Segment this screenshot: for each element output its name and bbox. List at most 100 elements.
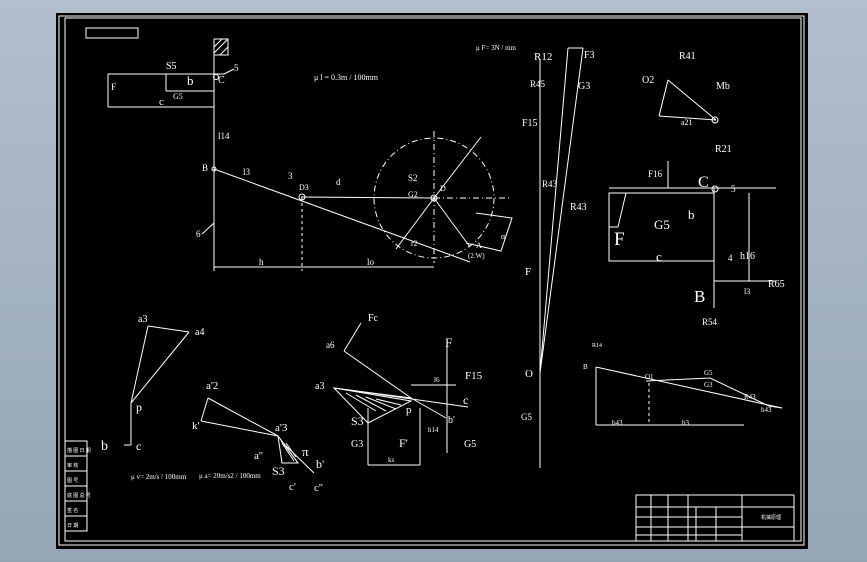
label-l3: l3 xyxy=(243,167,251,177)
label-c-force: c xyxy=(463,393,468,407)
label-a3-vel: a3 xyxy=(138,314,147,325)
label-s5: S5 xyxy=(166,61,177,72)
label-r21: R21 xyxy=(715,144,732,155)
link3-freebody: R14 B O1 G5 G3 R43 b43 b3 h43 xyxy=(583,343,783,427)
force-sketch: Fc a6 a3 S3 G3 F' p b' F F15 c G5 l6 h14… xyxy=(315,313,483,466)
label-fc: Fc xyxy=(368,313,379,324)
label-s2: S2 xyxy=(408,173,418,183)
label-c-prime: c' xyxy=(289,481,296,493)
label-r45: R45 xyxy=(530,79,546,89)
inner-border xyxy=(64,17,802,542)
label-k-prime: k' xyxy=(192,420,200,432)
label-a-point: A xyxy=(476,241,482,250)
label-mb: Mb xyxy=(716,81,730,92)
label-s3-force: S3 xyxy=(351,414,364,428)
mechanism-sketch: S5 b C 5 F G5 c μ l = 0.3m / 100mm μ F= … xyxy=(107,38,517,271)
label-f16: F16 xyxy=(648,169,663,179)
label-g3-poly: G3 xyxy=(578,81,590,92)
label-b-big: b xyxy=(688,207,695,222)
label-g5-force: G5 xyxy=(464,439,476,450)
label-r14: R14 xyxy=(592,343,602,349)
label-g3-link3: G3 xyxy=(704,381,713,389)
velocity-polygon: a3 a4 p b c μ v= 2m/s / 100mm xyxy=(101,314,204,481)
scale-velocity: μ v= 2m/s / 100mm xyxy=(131,473,187,481)
label-g5: G5 xyxy=(173,92,183,101)
label-f-force: F xyxy=(445,335,452,350)
label-s3-accel: S3 xyxy=(272,464,285,478)
label-g3-force: G3 xyxy=(351,439,363,450)
label-5-right: 5 xyxy=(731,184,736,194)
label-h14: h14 xyxy=(428,426,439,434)
label-a4-vel: a4 xyxy=(195,327,204,338)
label-r43-lower: R43 xyxy=(570,202,587,213)
label-a3-force: a3 xyxy=(315,381,324,392)
label-r65: R65 xyxy=(768,279,785,290)
label-o1-link3: O1 xyxy=(645,373,654,381)
label-3: 3 xyxy=(288,171,293,181)
label-f15-force: F15 xyxy=(465,370,483,382)
title-block: 机械原理 xyxy=(635,494,795,542)
outer-border xyxy=(58,15,805,546)
label-a6: a6 xyxy=(326,340,335,350)
label-r43-link3: R43 xyxy=(744,393,756,401)
label-o2: O2 xyxy=(642,75,654,86)
label-p-force: p xyxy=(406,404,412,416)
joint-c xyxy=(213,74,219,80)
label-lo: lo xyxy=(367,257,375,267)
label-r41: R41 xyxy=(679,51,696,62)
label-b: b xyxy=(187,73,194,88)
scale-force: μ F= 3N / mm xyxy=(476,44,517,52)
stamp-row-0: 描 图 日 期 xyxy=(67,447,91,454)
label-b-prime-force: b' xyxy=(448,415,455,426)
label-6: 6 xyxy=(196,229,201,239)
label-c: c xyxy=(159,96,164,108)
link-bd xyxy=(213,168,471,263)
label-b-prime: b' xyxy=(316,457,324,471)
label-ks: ks xyxy=(388,456,395,464)
label-f15-poly: F15 xyxy=(522,118,538,129)
label-h: h xyxy=(259,257,264,267)
label-pi: π xyxy=(302,444,309,459)
label-b-vel: b xyxy=(101,439,108,454)
label-h16: h16 xyxy=(740,251,755,262)
label-angle: α xyxy=(501,232,506,241)
label-o-poly: O xyxy=(525,368,533,380)
label-r2: r2 xyxy=(411,239,418,248)
force-polygon: R12 F3 R45 G3 F15 R43 R43 F O G5 xyxy=(521,47,595,468)
scale-acceleration: μ a= 20m/s2 / 100mm xyxy=(199,472,261,480)
label-l3-right: l3 xyxy=(744,287,750,296)
label-b-joint: B xyxy=(202,163,208,173)
label-d: d xyxy=(336,177,341,187)
stamp-row-2: 图 号 xyxy=(67,478,78,484)
title-cell: 机械原理 xyxy=(761,514,781,521)
label-b43: b43 xyxy=(612,419,623,427)
label-c-double-prime: c'' xyxy=(314,482,323,494)
label-r12: R12 xyxy=(534,51,552,63)
label-f3: F3 xyxy=(584,50,595,61)
label-b-big-joint: B xyxy=(694,287,705,306)
label-p-vel: p xyxy=(136,400,142,414)
stamp-row-3: 底 图 总 号 xyxy=(67,492,91,499)
label-f-big: F xyxy=(614,229,625,250)
label-g2: G2 xyxy=(408,190,418,199)
label-a3-prime: a'3 xyxy=(275,422,288,434)
stamp-column: 描 图 日 期 审 核 图 号 底 图 总 号 签 名 日 期 xyxy=(64,440,91,532)
label-5: 5 xyxy=(234,63,239,73)
stamp-row-1: 审 核 xyxy=(67,462,78,469)
label-a21: a21 xyxy=(681,118,693,127)
label-D: D xyxy=(440,184,446,193)
label-c-vel: c xyxy=(136,439,141,453)
label-g5-link3: G5 xyxy=(704,369,713,377)
acceleration-polygon: a'2 k' a'3 a'' S3 π b' c' c'' μ a= 20m/s… xyxy=(192,380,324,494)
slider-freebody: F16 C 5 F G5 b h16 c 4 B l3 R65 R54 xyxy=(608,161,785,327)
label-l6-force: l6 xyxy=(434,376,440,384)
label-b3: b3 xyxy=(682,419,690,427)
cad-drawing: S5 b C 5 F G5 c μ l = 0.3m / 100mm μ F= … xyxy=(58,15,805,546)
label-b-link3: B xyxy=(583,363,588,371)
joint-d xyxy=(430,194,438,202)
label-l14: l14 xyxy=(218,131,230,141)
label-a-double-prime: a'' xyxy=(254,450,263,462)
corner-label-box xyxy=(85,27,139,39)
label-r43-upper: R43 xyxy=(542,179,558,189)
drawing-sheet: S5 b C 5 F G5 c μ l = 0.3m / 100mm μ F= … xyxy=(56,13,808,549)
